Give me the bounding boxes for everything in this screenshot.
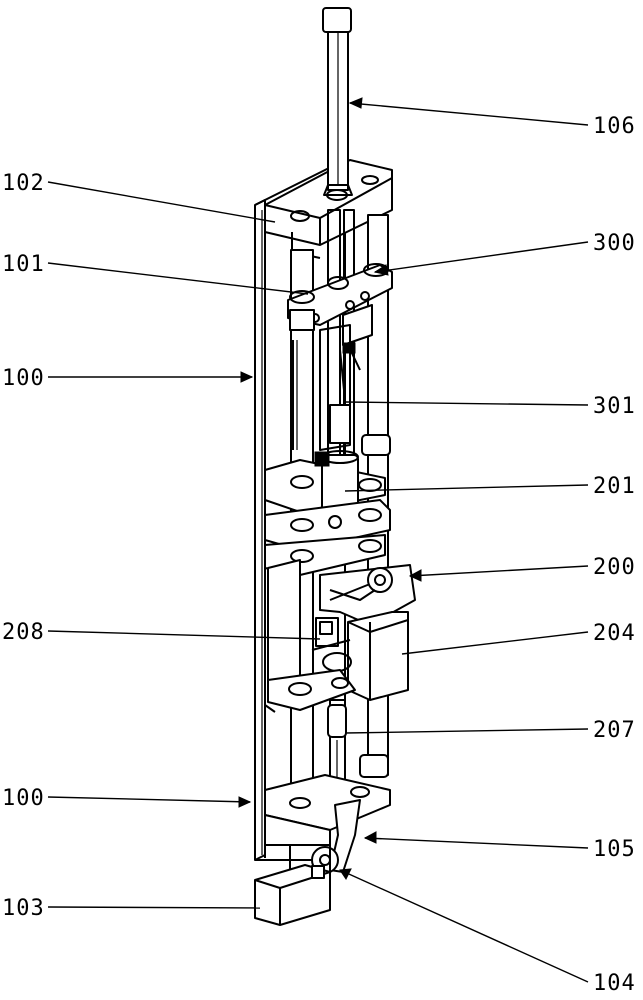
leader-lines	[47, 97, 589, 983]
callout-200: 200	[593, 555, 636, 580]
callout-104: 104	[593, 971, 636, 996]
callout-201: 201	[593, 474, 636, 499]
callout-208: 208	[2, 620, 45, 645]
callout-103: 103	[2, 896, 45, 921]
callout-100-lower: 100	[2, 786, 45, 811]
callout-102: 102	[2, 171, 45, 196]
sensor-301	[292, 324, 361, 451]
callout-204: 204	[593, 621, 636, 646]
base-block	[264, 774, 391, 846]
piston-201	[314, 450, 359, 516]
lower-plate	[267, 669, 356, 711]
motor-block-204	[347, 611, 409, 701]
callout-300: 300	[593, 231, 636, 256]
callout-labels: 106 102 300 101 100 301 201 200 208 204 …	[2, 114, 636, 996]
top-rod	[322, 7, 353, 196]
callout-100-upper: 100	[2, 366, 45, 391]
lower-carriage-200	[264, 499, 391, 713]
callout-101: 101	[2, 252, 45, 277]
callout-301: 301	[593, 394, 636, 419]
motor-103	[254, 864, 331, 926]
callout-105: 105	[593, 837, 636, 862]
callout-207: 207	[593, 718, 636, 743]
callout-106: 106	[593, 114, 636, 139]
